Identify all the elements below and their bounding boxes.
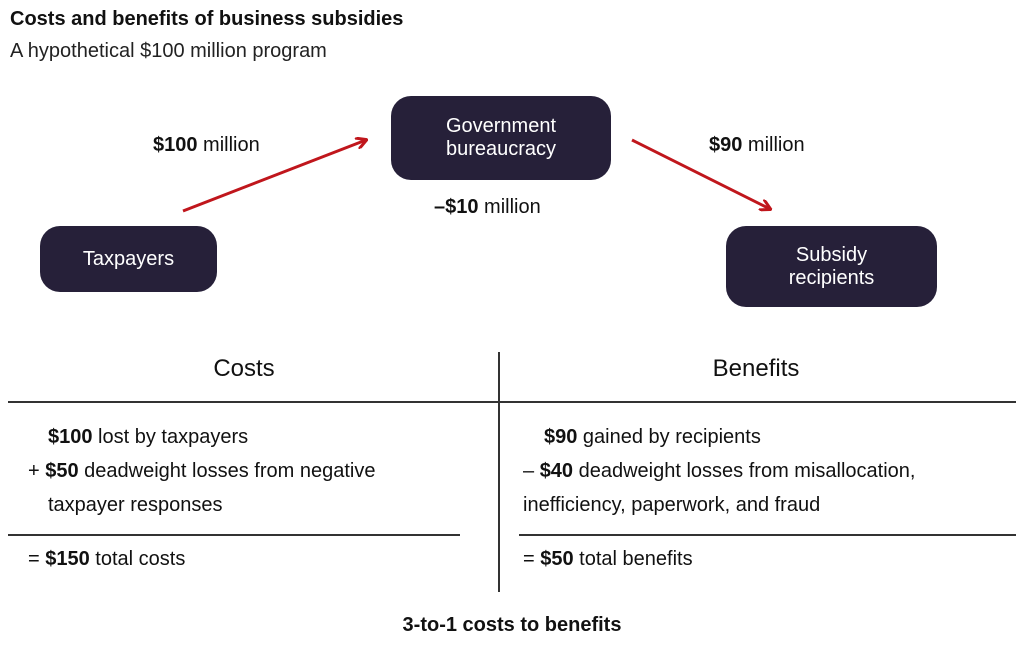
column-divider bbox=[498, 352, 500, 592]
costs-line-1: $100 lost by taxpayers bbox=[48, 420, 248, 454]
flow-in-label: $100 million bbox=[153, 134, 260, 157]
flow-out-label: $90 million bbox=[709, 134, 805, 157]
costs-line-3: taxpayer responses bbox=[48, 494, 223, 516]
benefits-text-1: gained by recipients bbox=[577, 426, 761, 448]
costs-total-text: total costs bbox=[89, 548, 186, 570]
costs-line-2: + $50 deadweight losses from negative bbox=[28, 454, 375, 488]
flow-loss-unit: million bbox=[478, 196, 541, 218]
recipients-label-2: recipients bbox=[788, 266, 875, 289]
benefits-line-2: – $40 deadweight losses from misallocati… bbox=[523, 454, 915, 488]
benefits-total-prefix: = bbox=[523, 548, 541, 570]
flow-out-unit: million bbox=[742, 134, 805, 156]
costs-total: = $150 total costs bbox=[28, 542, 185, 576]
flow-loss-amount: –$10 bbox=[434, 196, 479, 218]
flow-in-unit: million bbox=[197, 134, 260, 156]
arrow-taxpayers-to-government bbox=[182, 140, 366, 213]
flow-out-amount: $90 bbox=[709, 134, 743, 156]
title: Costs and benefits of business subsidies bbox=[10, 8, 404, 30]
benefits-amount-2: $40 bbox=[539, 460, 574, 482]
costs-total-amount: $150 bbox=[45, 548, 90, 570]
costs-text-2: deadweight losses from negative bbox=[78, 460, 376, 482]
flow-in-amount: $100 bbox=[153, 134, 198, 156]
benefits-prefix-2: – bbox=[523, 460, 540, 482]
taxpayers-label: Taxpayers bbox=[82, 247, 175, 270]
costs-header: Costs bbox=[213, 355, 275, 382]
costs-text-1: lost by taxpayers bbox=[92, 426, 249, 448]
costs-prefix-2: + bbox=[28, 460, 46, 482]
benefits-header: Benefits bbox=[712, 355, 800, 382]
header-rule bbox=[8, 401, 1016, 403]
benefits-total: = $50 total benefits bbox=[523, 542, 693, 576]
benefits-line-3: inefficiency, paperwork, and fraud bbox=[523, 494, 821, 516]
costs-amount-1: $100 bbox=[48, 426, 93, 448]
costs-total-prefix: = bbox=[28, 548, 46, 570]
taxpayers-node: Taxpayers bbox=[40, 226, 217, 292]
government-label-1: Government bbox=[445, 115, 557, 137]
benefits-line-1: $90 gained by recipients bbox=[544, 420, 761, 454]
subtitle: A hypothetical $100 million program bbox=[10, 40, 327, 62]
footer-conclusion: 3-to-1 costs to benefits bbox=[402, 614, 622, 636]
government-node: Government bureaucracy bbox=[391, 96, 611, 180]
benefits-text-2: deadweight losses from misallocation, bbox=[573, 460, 916, 482]
government-label-2: bureaucracy bbox=[445, 138, 557, 160]
costs-total-rule bbox=[8, 534, 460, 536]
benefits-amount-1: $90 bbox=[544, 426, 578, 448]
flow-loss-label: –$10 million bbox=[434, 196, 541, 219]
benefits-total-rule bbox=[519, 534, 1016, 536]
benefits-total-text: total benefits bbox=[573, 548, 693, 570]
recipients-node: Subsidy recipients bbox=[726, 226, 937, 307]
costs-amount-2: $50 bbox=[45, 460, 79, 482]
arrow-government-to-recipients bbox=[631, 138, 770, 209]
benefits-total-amount: $50 bbox=[540, 548, 574, 570]
recipients-label-1: Subsidy bbox=[795, 243, 868, 266]
